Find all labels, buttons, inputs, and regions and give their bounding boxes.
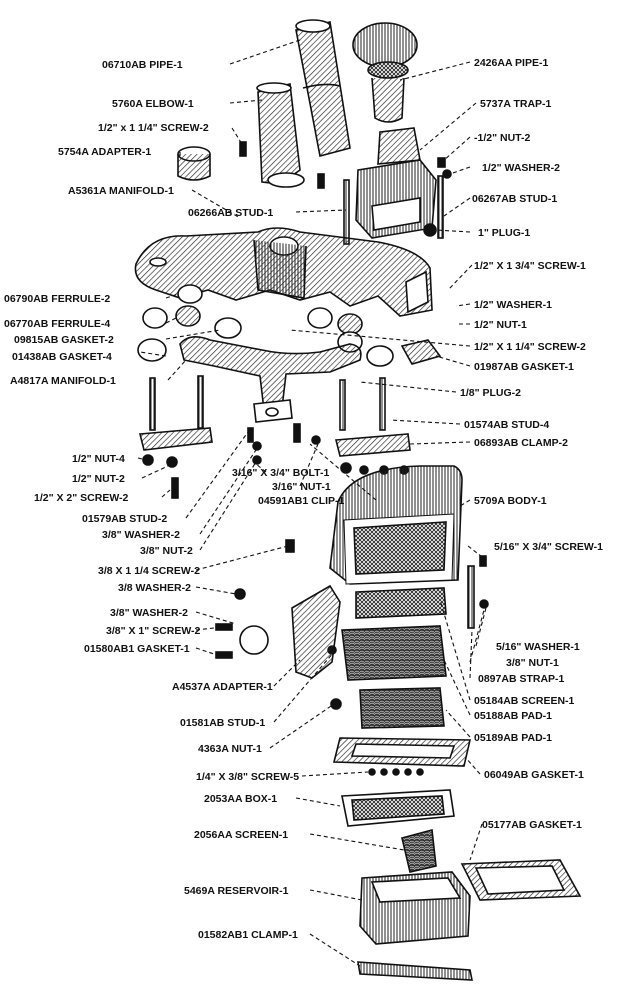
- label-stud-06267ab: 06267AB STUD-1: [472, 193, 557, 205]
- label-gasket-01987ab: 01987AB GASKET-1: [474, 361, 574, 373]
- label-reservoir-5469a: 5469A RESERVOIR-1: [184, 885, 289, 897]
- pad-05188ab-part: [341, 625, 447, 681]
- label-pad-05189ab: 05189AB PAD-1: [474, 732, 552, 744]
- label-manifold-a4817a: A4817A MANIFOLD-1: [10, 375, 116, 387]
- label-washer-5-16: 5/16" WASHER-1: [496, 641, 580, 653]
- label-elbow-5760a: 5760A ELBOW-1: [112, 98, 194, 110]
- adapter-a4537a-part: [239, 584, 341, 679]
- label-screw-1-4: 1/4" X 3/8" SCREW-5: [196, 771, 299, 783]
- adapter-5754a-part: [177, 146, 211, 181]
- label-screw-half-x-2: 1/2" X 2" SCREW-2: [34, 492, 129, 504]
- screen-05184ab-part: [355, 587, 447, 619]
- label-washer-3-8-2c: 3/8" WASHER-2: [110, 607, 188, 619]
- clamps-06893ab-part: [138, 427, 411, 457]
- label-screw-5-16: 5/16" X 3/4" SCREW-1: [494, 541, 603, 553]
- leader-lines: [137, 39, 487, 967]
- label-washer-3-8-2: 3/8" WASHER-2: [102, 529, 180, 541]
- label-gasket-06049ab: 06049AB GASKET-1: [484, 769, 584, 781]
- label-gasket-01580ab1: 01580AB1 GASKET-1: [84, 643, 190, 655]
- pipe-06710ab-part: [295, 19, 351, 157]
- screen-2056aa-part: [401, 828, 437, 873]
- body-5709a-part: [329, 465, 463, 585]
- label-ferrule-06770ab: 06770AB FERRULE-4: [4, 318, 110, 330]
- label-body-5709a: 5709A BODY-1: [474, 495, 547, 507]
- ferrule-rings-part: [137, 284, 394, 367]
- label-screw-3-8-x-1: 3/8" X 1" SCREW-2: [106, 625, 201, 637]
- label-gasket-09815ab: 09815AB GASKET-2: [14, 334, 114, 346]
- label-adapter-a4537a: A4537A ADAPTER-1: [172, 681, 273, 693]
- label-stud-01574ab: 01574AB STUD-4: [464, 419, 549, 431]
- label-bolt-3-16: 3/16" X 3/4" BOLT-1: [232, 467, 329, 479]
- clamp-01582ab1-part: [357, 961, 473, 981]
- label-pipe-06710ab: 06710AB PIPE-1: [102, 59, 183, 71]
- reservoir-5469a-part: [359, 871, 471, 945]
- label-box-2053aa: 2053AA BOX-1: [204, 793, 277, 805]
- label-manifold-a5361a: A5361A MANIFOLD-1: [68, 185, 174, 197]
- label-screw-3-8-x-1q: 3/8 X 1 1/4 SCREW-2: [98, 565, 200, 577]
- label-gasket-05177ab: 05177AB GASKET-1: [482, 819, 582, 831]
- label-stud-01581ab: 01581AB STUD-1: [180, 717, 265, 729]
- part-labels: 06710AB PIPE-1 2426AA PIPE-1 5760A ELBOW…: [4, 57, 603, 941]
- label-washer-3-8-2b: 3/8 WASHER-2: [118, 582, 191, 594]
- screws-1-4-part: [368, 768, 424, 776]
- label-clamp-01582ab1: 01582AB1 CLAMP-1: [198, 929, 298, 941]
- label-nut-4363a: 4363A NUT-1: [198, 743, 262, 755]
- label-nut-3-16: 3/16" NUT-1: [272, 481, 331, 493]
- manifold-a4817a-part: [179, 336, 362, 423]
- pipe-2426aa-part: [352, 22, 418, 123]
- label-washer-half-1: 1/2" WASHER-1: [474, 299, 552, 311]
- strap-0897ab-part: [467, 565, 475, 629]
- label-nut-3-8-2: 3/8" NUT-2: [140, 545, 193, 557]
- label-stud-01579ab: 01579AB STUD-2: [82, 513, 167, 525]
- label-pad-05188ab: 05188AB PAD-1: [474, 710, 552, 722]
- label-gasket-01438ab: 01438AB GASKET-4: [12, 351, 112, 363]
- label-screw-half-x-1-3q: 1/2" X 1 3/4" SCREW-1: [474, 260, 586, 272]
- gasket-01987ab-part: [400, 339, 442, 365]
- label-washer-half-2-top: 1/2" WASHER-2: [482, 162, 560, 174]
- box-2053aa-part: [341, 789, 455, 827]
- label-screen-2056aa: 2056AA SCREEN-1: [194, 829, 288, 841]
- label-nut-half-1: 1/2" NUT-1: [474, 319, 527, 331]
- top-screws-part: [239, 141, 452, 245]
- gasket-05177ab-part: [460, 859, 582, 901]
- gasket-06049ab-part: [332, 737, 472, 767]
- label-adapter-5754a: 5754A ADAPTER-1: [58, 146, 151, 158]
- label-trap-5737a: 5737A TRAP-1: [480, 98, 552, 110]
- manifold-a5361a-part: [134, 227, 433, 317]
- label-screen-05184ab: 05184AB SCREEN-1: [474, 695, 575, 707]
- label-nut-half-4: 1/2" NUT-4: [72, 453, 125, 465]
- label-nut-half-2-top: -1/2" NUT-2: [474, 132, 530, 144]
- elbow-5760a-part: [256, 82, 305, 188]
- label-nut-half-2: 1/2" NUT-2: [72, 473, 125, 485]
- label-pipe-2426aa: 2426AA PIPE-1: [474, 57, 548, 69]
- label-ferrule-06790ab: 06790AB FERRULE-2: [4, 293, 110, 305]
- label-nut-3-8-1: 3/8" NUT-1: [506, 657, 559, 669]
- label-plug-1-8: 1/8" PLUG-2: [460, 387, 521, 399]
- label-clamp-06893ab: 06893AB CLAMP-2: [474, 437, 568, 449]
- trap-5737a-part: [355, 127, 437, 239]
- label-screw-half-x-1q: 1/2" x 1 1/4" SCREW-2: [98, 122, 209, 134]
- label-strap-0897ab: 0897AB STRAP-1: [478, 673, 565, 685]
- label-plug-1in: 1" PLUG-1: [478, 227, 530, 239]
- label-screw-half-x-1q-2: 1/2" X 1 1/4" SCREW-2: [474, 341, 586, 353]
- pad-05189ab-part: [359, 687, 445, 729]
- studs-01574ab-part: [149, 375, 386, 431]
- label-clip-04591ab1: 04591AB1 CLIP-1: [258, 495, 345, 507]
- label-stud-06266ab: 06266AB STUD-1: [188, 207, 273, 219]
